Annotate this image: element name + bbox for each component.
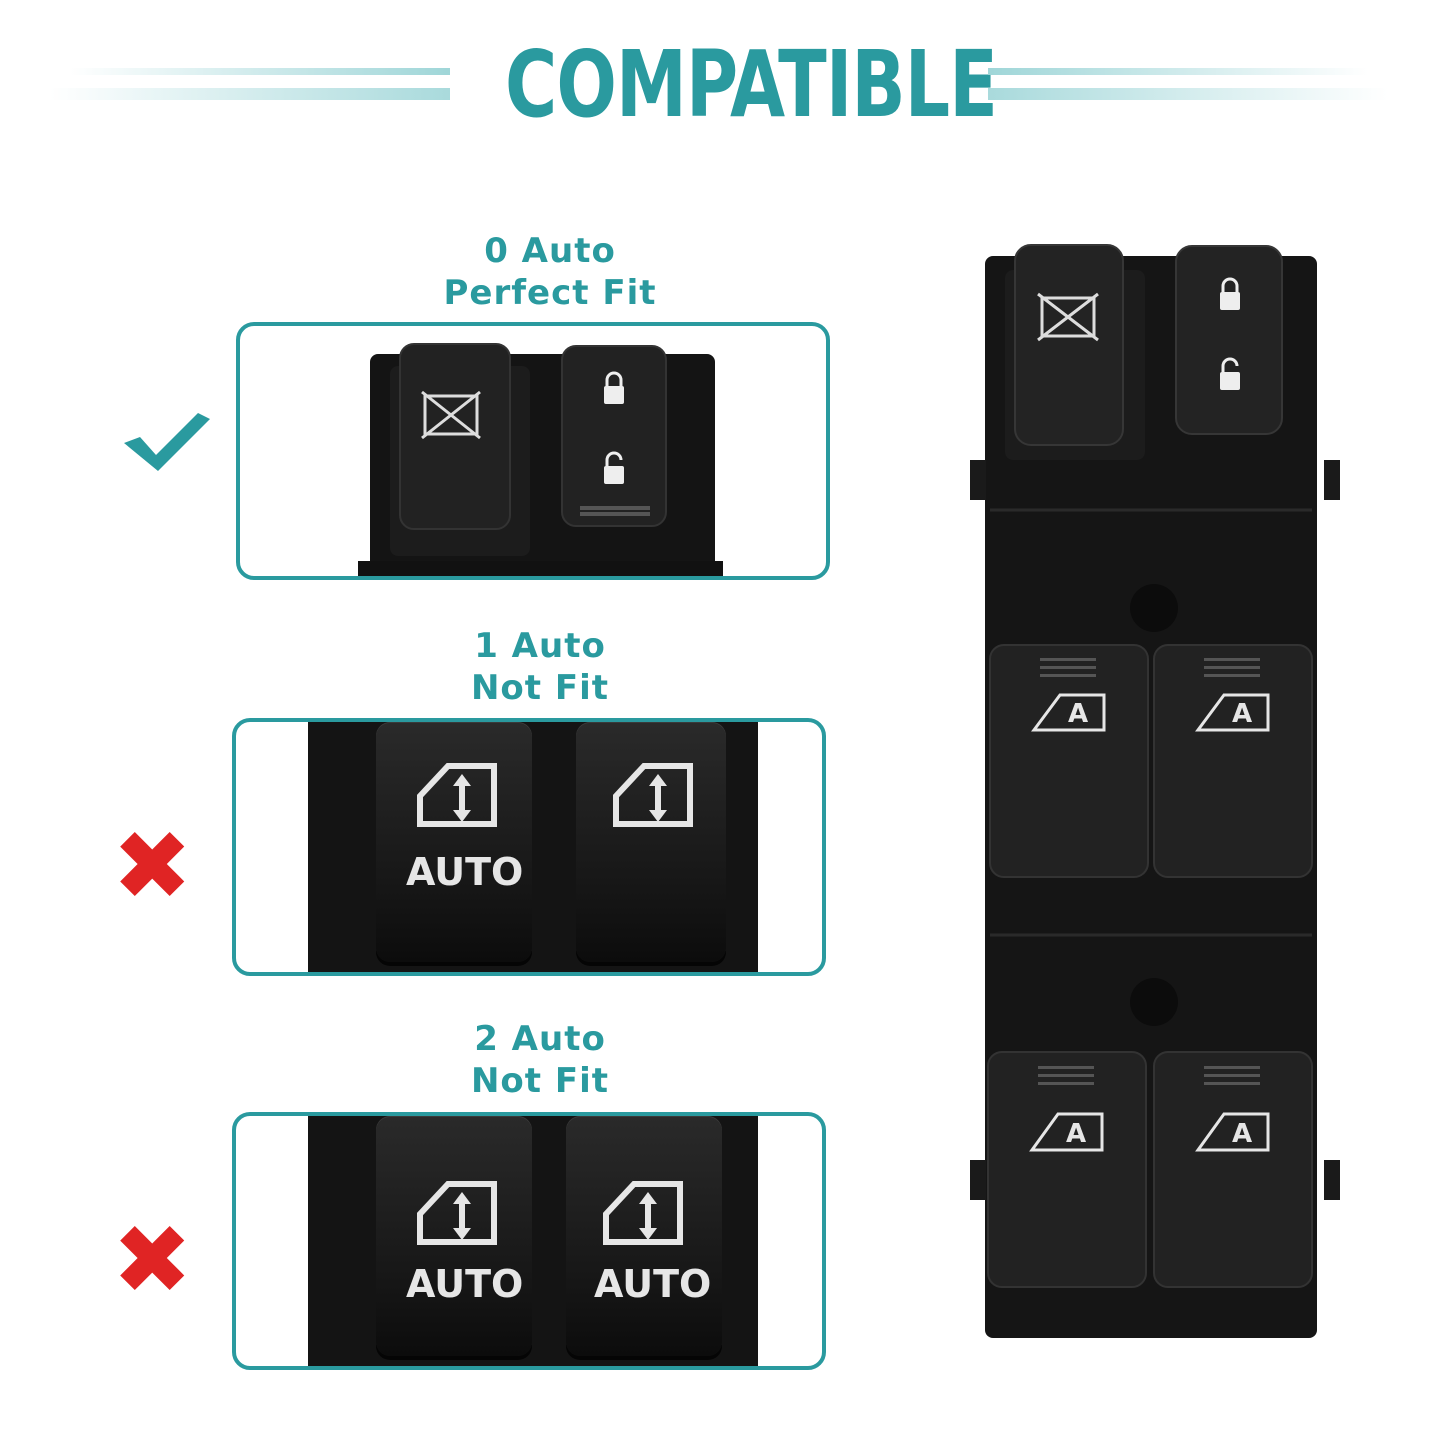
header-rule-left (70, 68, 450, 75)
window-updown-icon (603, 1181, 683, 1245)
window-key-letter: A (1066, 1119, 1086, 1149)
option-1-label-line2: Not Fit (470, 668, 610, 708)
auto-label: AUTO (406, 850, 524, 894)
window-updown-icon (417, 763, 497, 827)
window-updown-icon (613, 763, 693, 827)
window-updown-icon (417, 1181, 497, 1245)
window-key: A (1153, 644, 1313, 878)
window-key: A (1153, 1051, 1313, 1288)
window-key-letter: A (1068, 699, 1088, 729)
header-rule-left (50, 88, 450, 100)
option-0-frame (236, 322, 830, 580)
product-switch-panel: A A A A (970, 240, 1340, 1340)
auto-window-key: AUTO (376, 1116, 532, 1356)
window-key (576, 722, 726, 962)
auto-label: AUTO (594, 1262, 712, 1306)
auto-window-key: AUTO (376, 722, 532, 962)
option-2-label-line1: 2 Auto (474, 1019, 606, 1059)
auto-window-key: AUTO (566, 1116, 722, 1356)
window-key-letter: A (1232, 699, 1252, 729)
cross-icon: ✖ (112, 810, 193, 922)
option-1-frame: AUTO (232, 718, 826, 976)
lock-icon (604, 371, 624, 404)
option-0-label-line2: Perfect Fit (443, 273, 657, 313)
window-lock-icon (421, 390, 481, 440)
option-0-label-line1: 0 Auto (484, 231, 616, 271)
window-key: A (987, 1051, 1147, 1288)
page-title: COMPATIBLE (505, 31, 998, 138)
window-key-letter: A (1232, 1119, 1252, 1149)
check-icon (124, 413, 210, 471)
option-1-label-line1: 1 Auto (474, 626, 606, 666)
auto-label: AUTO (406, 1262, 524, 1306)
header-rule-right (988, 88, 1388, 100)
header-rule-right (988, 68, 1368, 75)
product-photo: A A A A (970, 244, 1340, 1338)
option-0-photo (358, 343, 723, 576)
option-2-frame: AUTO AUTO (232, 1112, 826, 1370)
option-2-label-line2: Not Fit (470, 1061, 610, 1101)
unlock-icon (604, 451, 624, 484)
window-key: A (989, 644, 1149, 878)
cross-icon: ✖ (112, 1204, 193, 1316)
